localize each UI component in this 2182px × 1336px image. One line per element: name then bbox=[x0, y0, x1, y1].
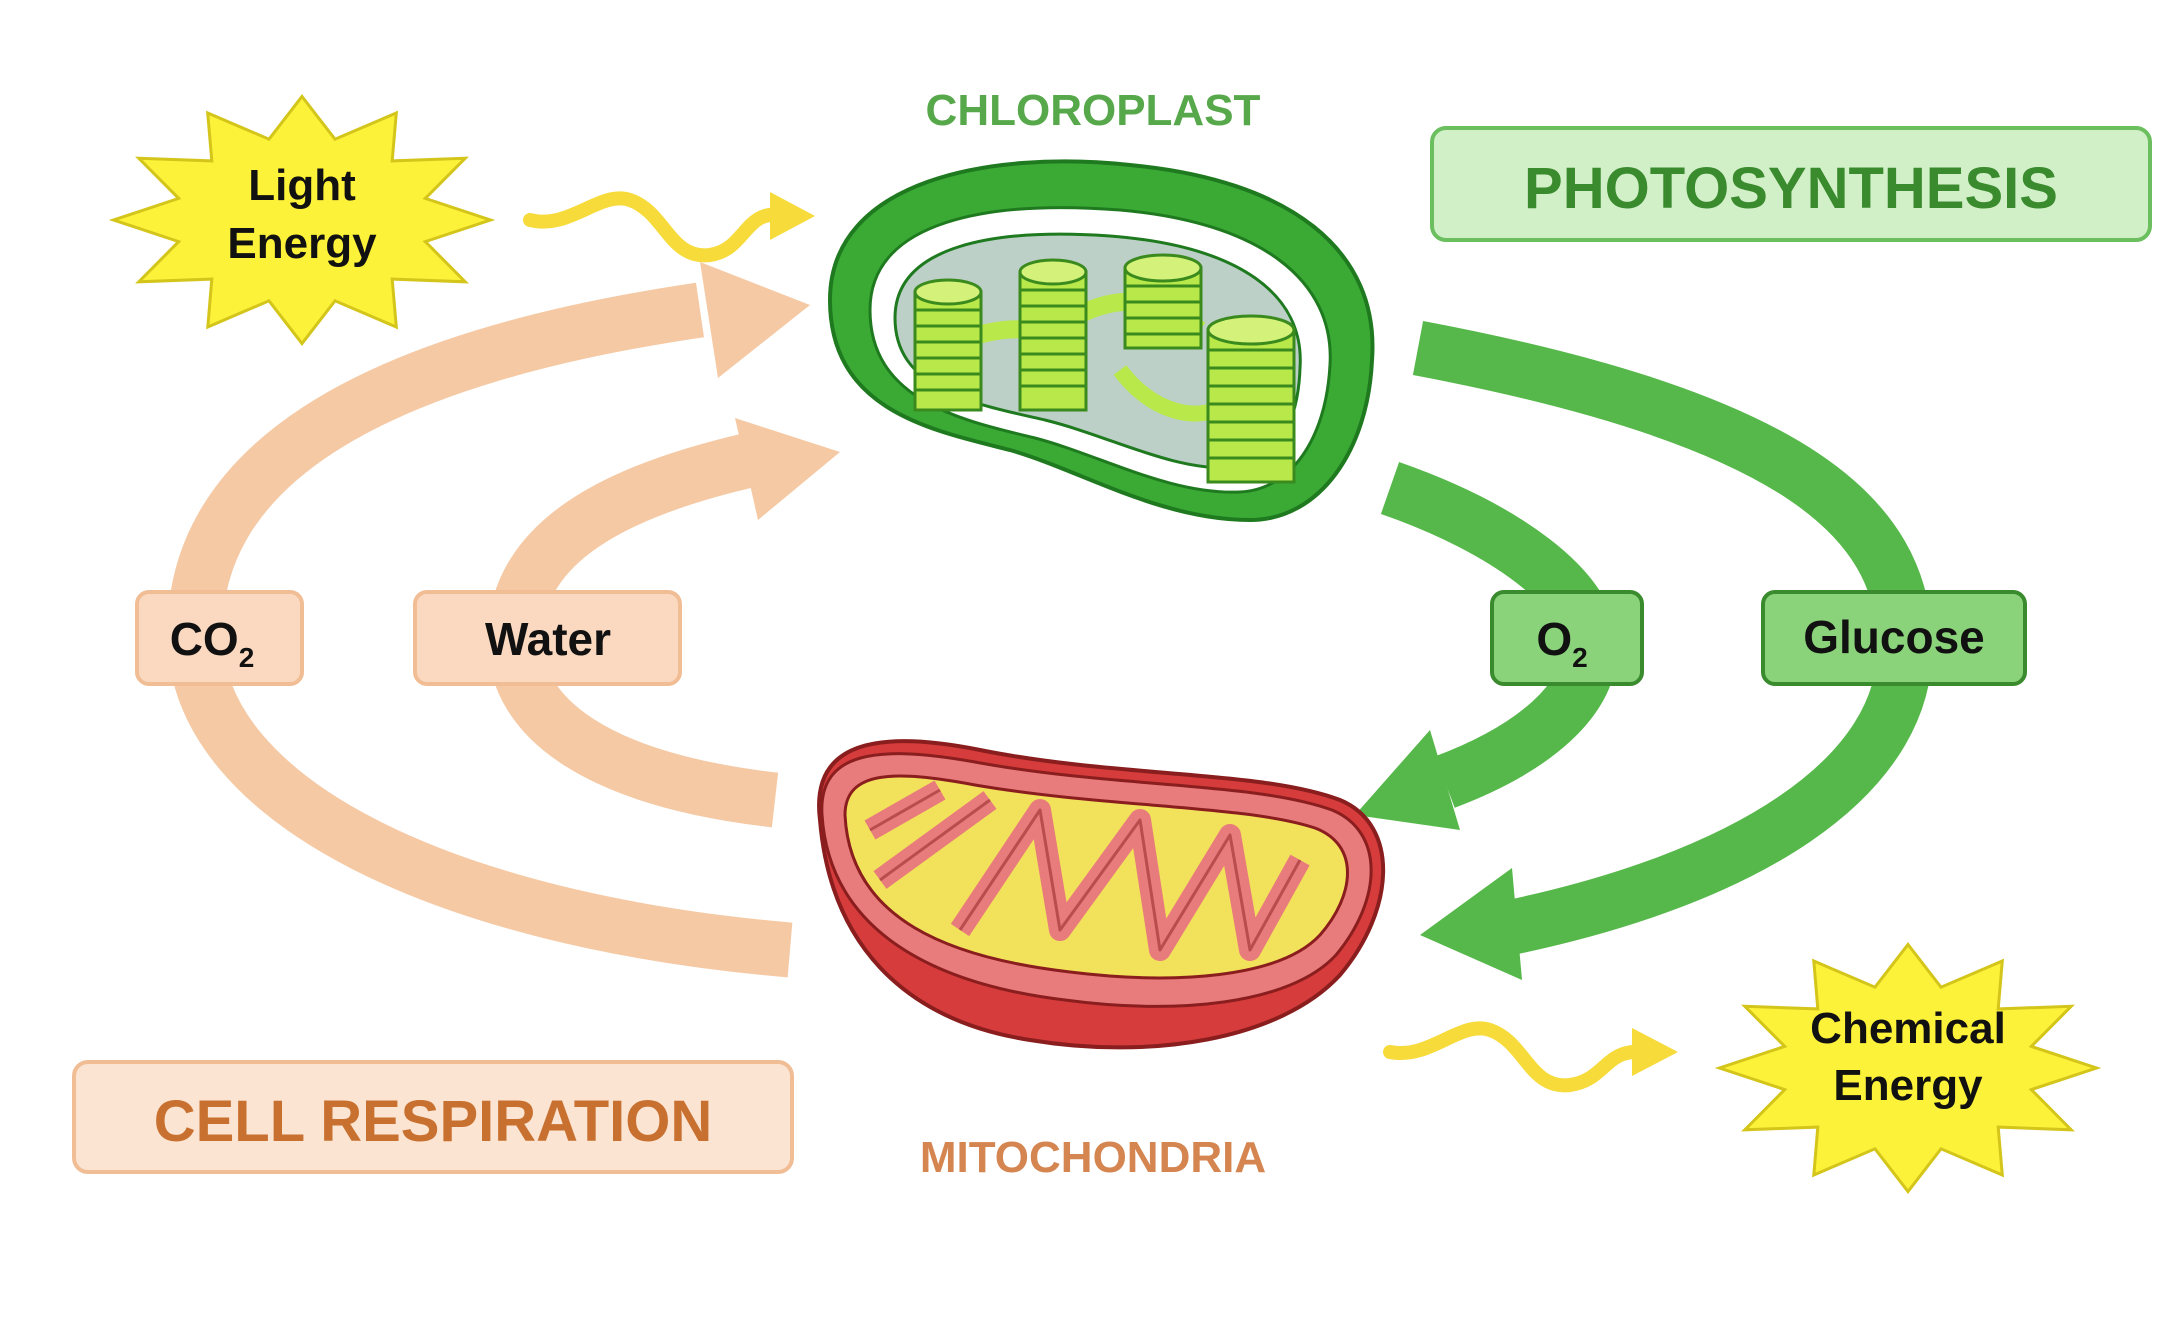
svg-text:O2: O2 bbox=[1536, 613, 1587, 673]
light-energy-burst: Light Energy bbox=[108, 94, 496, 346]
glucose-tag: Glucose bbox=[1761, 590, 2027, 686]
chemical-energy-line1: Chemical bbox=[1810, 1004, 2006, 1053]
chloroplast-illustration bbox=[827, 159, 1375, 523]
cell-respiration-title: CELL RESPIRATION bbox=[154, 1089, 713, 1154]
chemical-energy-burst: Chemical Energy bbox=[1714, 942, 2102, 1194]
o2-subscript: 2 bbox=[1572, 642, 1588, 673]
chloroplast-label: CHLOROPLAST bbox=[926, 86, 1261, 135]
light-wave-arrowhead bbox=[770, 192, 815, 240]
water-tag: Water bbox=[413, 590, 682, 686]
o2-tag: O2 bbox=[1490, 590, 1644, 686]
cell-respiration-banner: CELL RESPIRATION bbox=[72, 1060, 794, 1174]
light-wave-arrow bbox=[523, 191, 787, 263]
thylakoid-stack-3 bbox=[1123, 253, 1203, 350]
water-label: Water bbox=[485, 613, 611, 665]
photosynthesis-banner: PHOTOSYNTHESIS bbox=[1430, 126, 2152, 242]
light-energy-line2: Energy bbox=[227, 219, 377, 268]
thylakoid-stack-1 bbox=[913, 278, 983, 412]
thylakoid-stack-4 bbox=[1206, 314, 1296, 484]
co2-label: CO bbox=[170, 613, 239, 665]
co2-subscript: 2 bbox=[239, 642, 255, 673]
glucose-label: Glucose bbox=[1803, 611, 1985, 663]
chemical-wave-arrowhead bbox=[1632, 1028, 1678, 1076]
mitochondria-label: MITOCHONDRIA bbox=[920, 1133, 1266, 1182]
chemical-energy-line2: Energy bbox=[1833, 1061, 1983, 1110]
o2-label: O bbox=[1536, 613, 1572, 665]
chemical-wave-arrow bbox=[1383, 1021, 1647, 1093]
photosynthesis-title: PHOTOSYNTHESIS bbox=[1524, 156, 2058, 221]
co2-tag: CO2 bbox=[135, 590, 304, 686]
mitochondria-illustration bbox=[817, 739, 1386, 1050]
svg-text:CO2: CO2 bbox=[170, 613, 255, 673]
thylakoid-stack-2 bbox=[1018, 258, 1088, 412]
light-energy-line1: Light bbox=[248, 161, 356, 210]
